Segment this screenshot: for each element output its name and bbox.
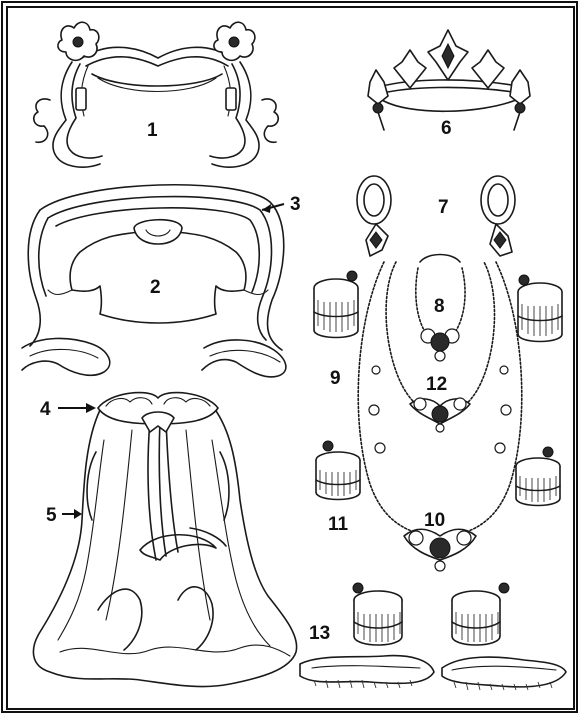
label-2: 2 — [150, 277, 161, 298]
blouse — [48, 220, 268, 323]
label-6: 6 — [441, 118, 452, 139]
label-4: 4 — [40, 399, 51, 420]
armlet-right — [518, 275, 562, 342]
bracelet-right — [516, 447, 560, 506]
label-7: 7 — [438, 197, 449, 218]
label-12: 12 — [426, 374, 447, 395]
label-1: 1 — [147, 120, 158, 141]
label-9: 9 — [330, 368, 341, 389]
foot-ornament-right — [442, 657, 566, 690]
label-11: 11 — [328, 514, 349, 535]
headdress-with-scarf — [34, 22, 279, 167]
foot-ornament-left — [300, 656, 434, 688]
anklet-right — [452, 583, 509, 645]
bracelet-left — [316, 441, 360, 500]
earrings — [357, 176, 515, 256]
label-13: 13 — [309, 623, 330, 644]
label-8: 8 — [434, 296, 445, 317]
armlet-left — [314, 271, 358, 338]
label-5: 5 — [46, 505, 57, 526]
crown — [368, 30, 530, 130]
long-skirt — [33, 399, 296, 686]
label-3: 3 — [290, 194, 301, 215]
anklet-left — [353, 583, 402, 645]
arrow-5 — [62, 509, 82, 519]
label-10: 10 — [424, 510, 445, 531]
arrow-4 — [58, 403, 96, 413]
